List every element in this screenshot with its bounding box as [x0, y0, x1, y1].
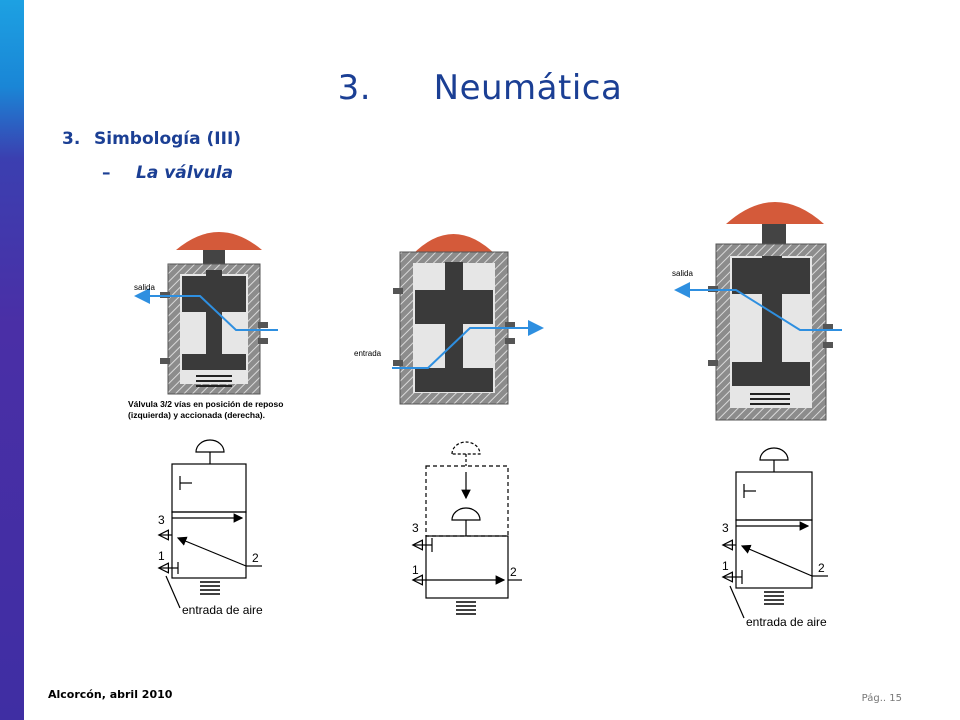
push-button-icon [726, 202, 824, 224]
push-button-icon [412, 234, 496, 255]
title-number: 3. [337, 68, 372, 108]
label-salida-left: salida [134, 283, 155, 292]
port1-left: 1 [158, 549, 165, 563]
port2-right: 2 [818, 561, 825, 575]
footer-page-number: Pág.. 15 [861, 693, 902, 704]
page-title: 3. Neumática [0, 68, 960, 108]
outline-text: Simbología (III) [94, 129, 242, 149]
button-symbol-icon [451, 507, 481, 521]
button-symbol-icon [759, 447, 789, 461]
symbol-middle [414, 441, 522, 615]
spring-icon [196, 375, 232, 387]
outline-dash: – [102, 163, 111, 183]
valve-middle-section: entrada [354, 234, 544, 405]
entrada-aire-right: entrada de aire [746, 615, 827, 629]
port3-middle: 3 [412, 521, 419, 535]
side-accent-bar [0, 0, 24, 720]
flow-arrow-right [674, 282, 842, 331]
port3-left: 3 [158, 513, 165, 527]
outline-number: 3. [62, 129, 81, 149]
spring-icon [750, 393, 790, 405]
title-text: Neumática [433, 68, 623, 108]
caption-line1: Válvula 3/2 vías en posición de reposo [128, 399, 283, 409]
outline-subtext: La válvula [136, 163, 234, 183]
symbol-right [724, 447, 828, 619]
port2-middle: 2 [510, 565, 517, 579]
symbol-left [160, 439, 262, 609]
port3-right: 3 [722, 521, 729, 535]
caption-line2: (izquierda) y accionada (derecha). [128, 410, 265, 420]
valve-left-section: salida Válvula 3/2 vías en posición de r… [128, 232, 283, 420]
port1-middle: 1 [412, 563, 419, 577]
outline-level2: – La válvula [102, 163, 233, 183]
flow-arrow-left [134, 288, 278, 331]
flow-arrow-middle [392, 320, 544, 369]
push-button-icon [176, 232, 262, 250]
footer-location-date: Alcorcón, abril 2010 [48, 688, 173, 701]
port1-right: 1 [722, 559, 729, 573]
port2-left: 2 [252, 551, 259, 565]
outline-level1: 3. Simbología (III) [62, 129, 241, 149]
entrada-aire-left: entrada de aire [182, 603, 263, 617]
label-salida-right: salida [672, 269, 693, 278]
valve-right-section: salida [672, 202, 842, 421]
label-entrada: entrada [354, 349, 382, 358]
button-symbol-icon [195, 439, 225, 453]
